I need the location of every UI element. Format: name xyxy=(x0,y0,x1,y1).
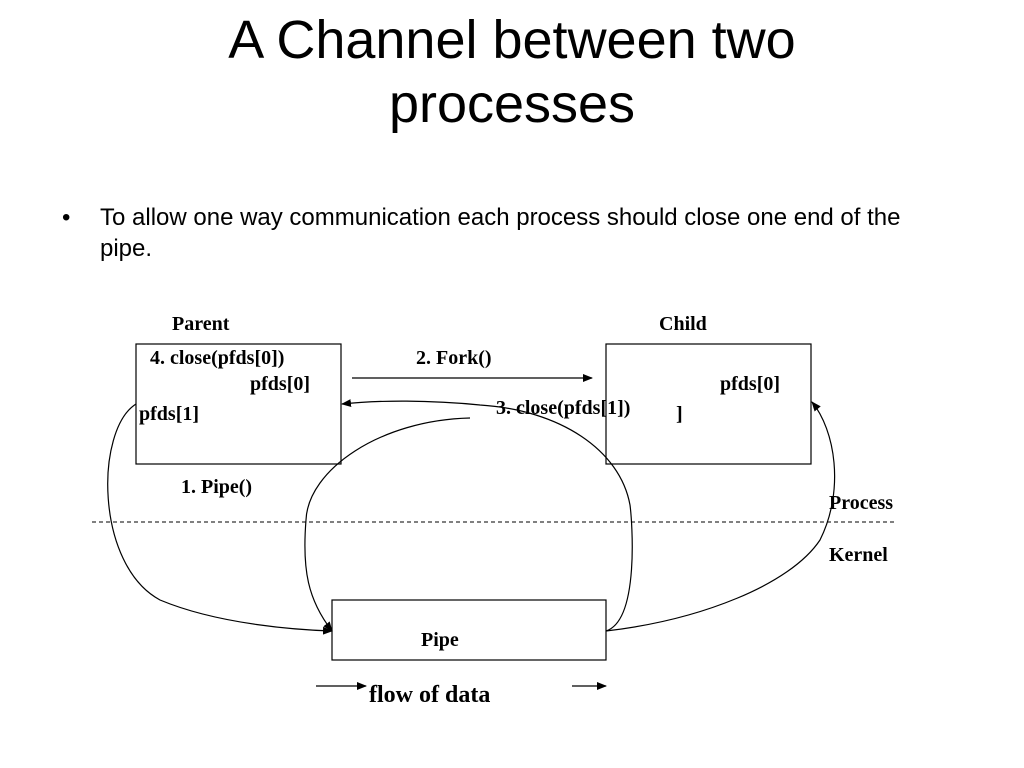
child-label: Child xyxy=(659,313,707,335)
child-fd-read-label: pfds[0] xyxy=(720,373,780,395)
child-process-box xyxy=(605,343,812,465)
process-label: Process xyxy=(829,492,893,514)
child-write-curve xyxy=(304,417,471,632)
parent-fd-read-label: pfds[0] xyxy=(250,373,310,395)
bullet-dot-icon: • xyxy=(62,204,71,231)
bullet-item: • To allow one way communication each pr… xyxy=(62,202,942,264)
slide-title: A Channel between two processes xyxy=(0,8,1024,136)
fork-step-label: 2. Fork() xyxy=(416,347,492,369)
kernel-label: Kernel xyxy=(829,544,888,566)
slide-title-line-1: A Channel between two xyxy=(228,10,796,70)
child-read-curve xyxy=(605,401,836,632)
bullet-list: • To allow one way communication each pr… xyxy=(62,202,942,264)
pipe-box xyxy=(331,599,607,661)
child-step-label: 3. close(pfds[1]) xyxy=(496,397,630,419)
parent-write-curve xyxy=(107,403,333,635)
bullet-text: To allow one way communication each proc… xyxy=(100,204,901,262)
pipe-label: Pipe xyxy=(421,629,459,651)
parent-read-curve xyxy=(341,399,633,632)
parent-label: Parent xyxy=(172,313,230,335)
flow-of-data-label: flow of data xyxy=(369,682,490,708)
slide-title-line-2: processes xyxy=(388,74,636,134)
parent-fd-write-label: pfds[1] xyxy=(139,403,199,425)
parent-step-label: 4. close(pfds[0]) xyxy=(150,347,284,369)
child-bracket-label: ] xyxy=(676,403,683,425)
pipe-step-label: 1. Pipe() xyxy=(181,476,252,498)
